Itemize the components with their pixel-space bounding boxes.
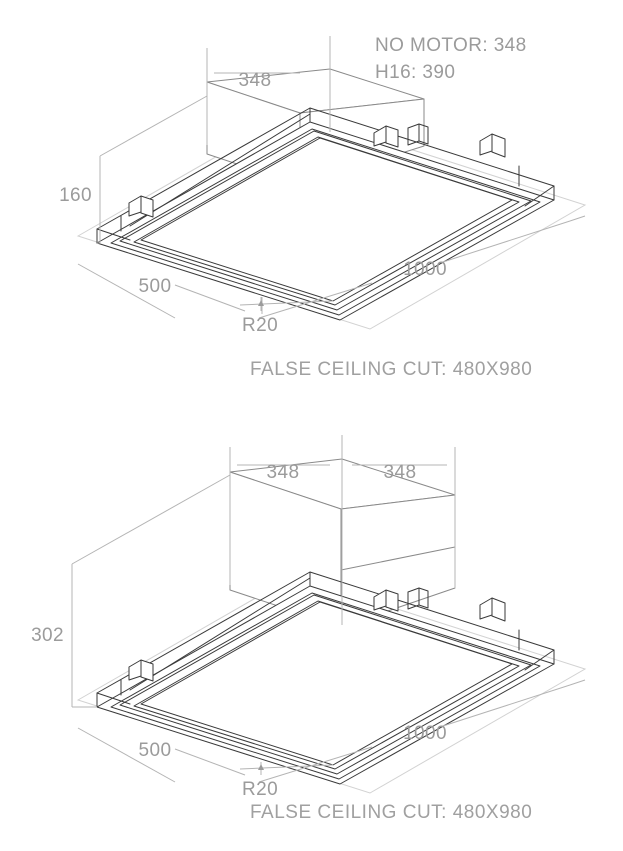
dimension-348-top: 348 xyxy=(206,36,331,145)
dimension-500-bottom: 500 xyxy=(77,727,334,783)
mounting-clips-bottom xyxy=(128,587,506,682)
dimension-label-348-right-bottom: 348 xyxy=(384,462,417,483)
dimension-label-348-top: 348 xyxy=(239,70,272,91)
dimension-label-1000-top: 1000 xyxy=(403,259,447,280)
technical-drawing-bottom: 348 348 302 500 xyxy=(0,425,623,851)
dimension-r20-bottom: R20 xyxy=(242,762,278,800)
dimension-label-1000-bottom: 1000 xyxy=(403,723,447,744)
isometric-view-bottom: 348 348 302 500 xyxy=(31,435,587,823)
hood-frame-top xyxy=(96,107,555,321)
hood-frame-bottom xyxy=(96,571,555,785)
note-no-motor-top: NO MOTOR: 348 xyxy=(375,35,527,56)
note-h16-top: H16: 390 xyxy=(375,62,455,83)
dimension-label-302-bottom: 302 xyxy=(31,625,64,646)
caption-bottom: FALSE CEILING CUT: 480X980 xyxy=(250,802,532,823)
dimension-1000-bottom: 1000 xyxy=(258,679,586,783)
dimension-500-top: 500 xyxy=(77,263,334,319)
isometric-view-top: 348 160 500 1000 xyxy=(59,35,587,380)
dimension-160-top: 160 xyxy=(59,95,208,244)
dimension-348-right-bottom: 348 xyxy=(352,447,456,588)
mounting-clips-top xyxy=(128,123,506,218)
dimension-label-r20-bottom: R20 xyxy=(242,779,278,800)
dimension-302-bottom: 302 xyxy=(31,474,231,708)
dimension-1000-top: 1000 xyxy=(258,215,586,319)
dimension-label-r20-top: R20 xyxy=(242,315,278,336)
technical-drawing-top: 348 160 500 1000 xyxy=(0,0,623,425)
dimension-label-160-top: 160 xyxy=(59,185,92,206)
dimension-348-left-bottom: 348 xyxy=(229,435,343,625)
dimension-label-500-top: 500 xyxy=(139,276,172,297)
caption-top: FALSE CEILING CUT: 480X980 xyxy=(250,359,532,380)
dimension-r20-top: R20 xyxy=(242,297,278,336)
dimension-label-348-left-bottom: 348 xyxy=(267,462,300,483)
dimension-label-500-bottom: 500 xyxy=(139,740,172,761)
